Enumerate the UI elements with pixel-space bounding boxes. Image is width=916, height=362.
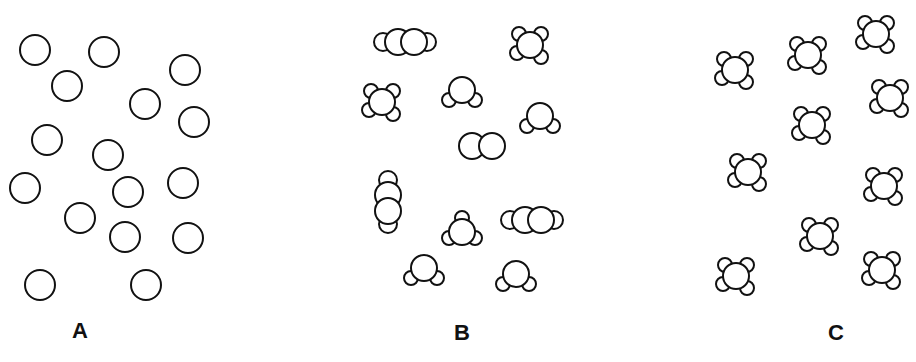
mixture-panel-b (362, 27, 563, 291)
methane-panel-c (715, 16, 908, 295)
panel-label: A (72, 320, 88, 342)
panel-label: C (828, 322, 844, 344)
panel-label: B (454, 322, 470, 344)
atom-panel-a (10, 35, 209, 300)
